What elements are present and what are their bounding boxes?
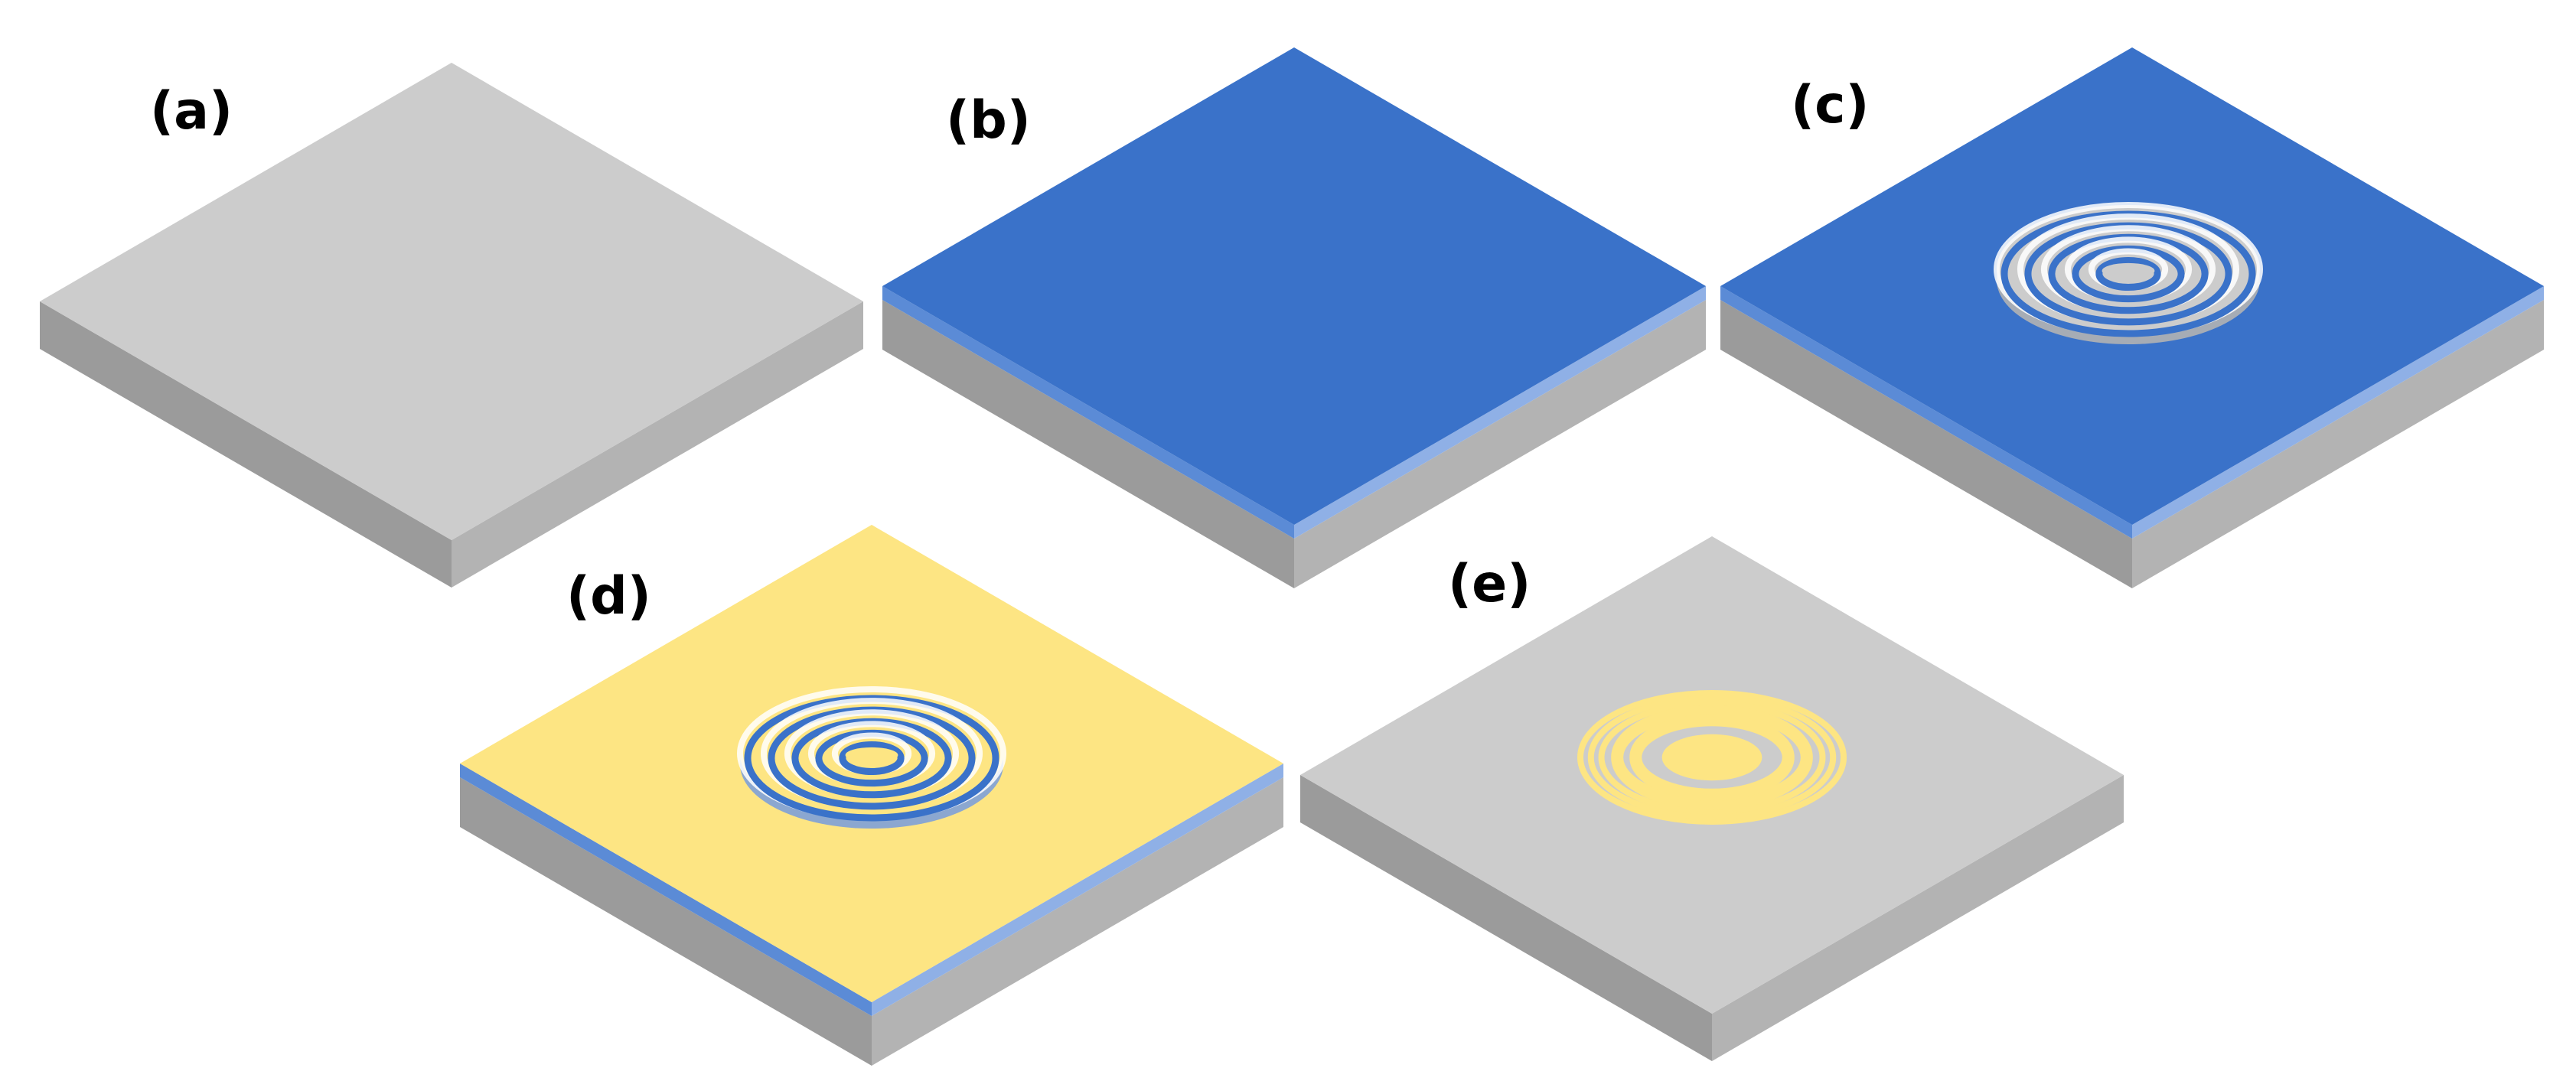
substrate-right-face <box>452 301 863 588</box>
substrate-left-face <box>40 301 452 588</box>
substrate-right-face <box>872 777 1283 1066</box>
panel-b: (b) <box>882 47 1706 588</box>
substrate-right-face <box>1294 300 1706 588</box>
substrate-right-face <box>2132 300 2544 588</box>
resist-coated-block-b <box>882 47 1706 588</box>
groove-ring-wall <box>2095 256 2161 291</box>
metal-ring-pattern-e <box>1577 690 1847 825</box>
resist-left-edge <box>460 764 872 1016</box>
panel-label-b: (b) <box>946 90 1031 151</box>
panel-a: (a) <box>40 63 863 588</box>
panel-label-a: (a) <box>150 81 233 142</box>
resist-left-edge <box>882 286 1294 539</box>
panel-label-e: (e) <box>1448 554 1531 614</box>
resist-left-edge <box>1720 286 2132 539</box>
substrate-left-face <box>460 777 872 1066</box>
substrate-left-face <box>1720 300 2132 588</box>
top-face <box>882 47 1706 525</box>
substrate-block-a <box>40 63 863 588</box>
metal-ring <box>1629 714 1795 801</box>
resist-right-edge <box>872 764 1283 1016</box>
panel-d: (d) <box>460 525 1283 1066</box>
resist-right-edge <box>1294 286 1706 539</box>
groove-ring-pattern-c <box>1994 202 2263 344</box>
panel-label-d: (d) <box>566 566 651 627</box>
groove-center <box>845 747 898 764</box>
metal-ring <box>1611 705 1813 810</box>
panel-c: (c) <box>1720 47 2544 588</box>
metal-ring <box>1577 690 1847 825</box>
panel-label-c: (c) <box>1791 75 1869 135</box>
top-face <box>40 63 863 540</box>
substrate-right-face <box>1712 775 2124 1061</box>
metal-ring <box>1587 695 1837 820</box>
substrate-left-face <box>1300 775 1712 1061</box>
groove-center <box>2102 262 2155 279</box>
metal-center-disk <box>1661 734 1762 781</box>
groove-ring-pattern-d <box>737 686 1006 829</box>
groove-ring-wall <box>839 741 905 776</box>
substrate-left-face <box>882 300 1294 588</box>
resist-right-edge <box>2132 286 2544 539</box>
panel-e: (e) <box>1300 536 2124 1061</box>
metal-ring <box>1598 700 1826 815</box>
